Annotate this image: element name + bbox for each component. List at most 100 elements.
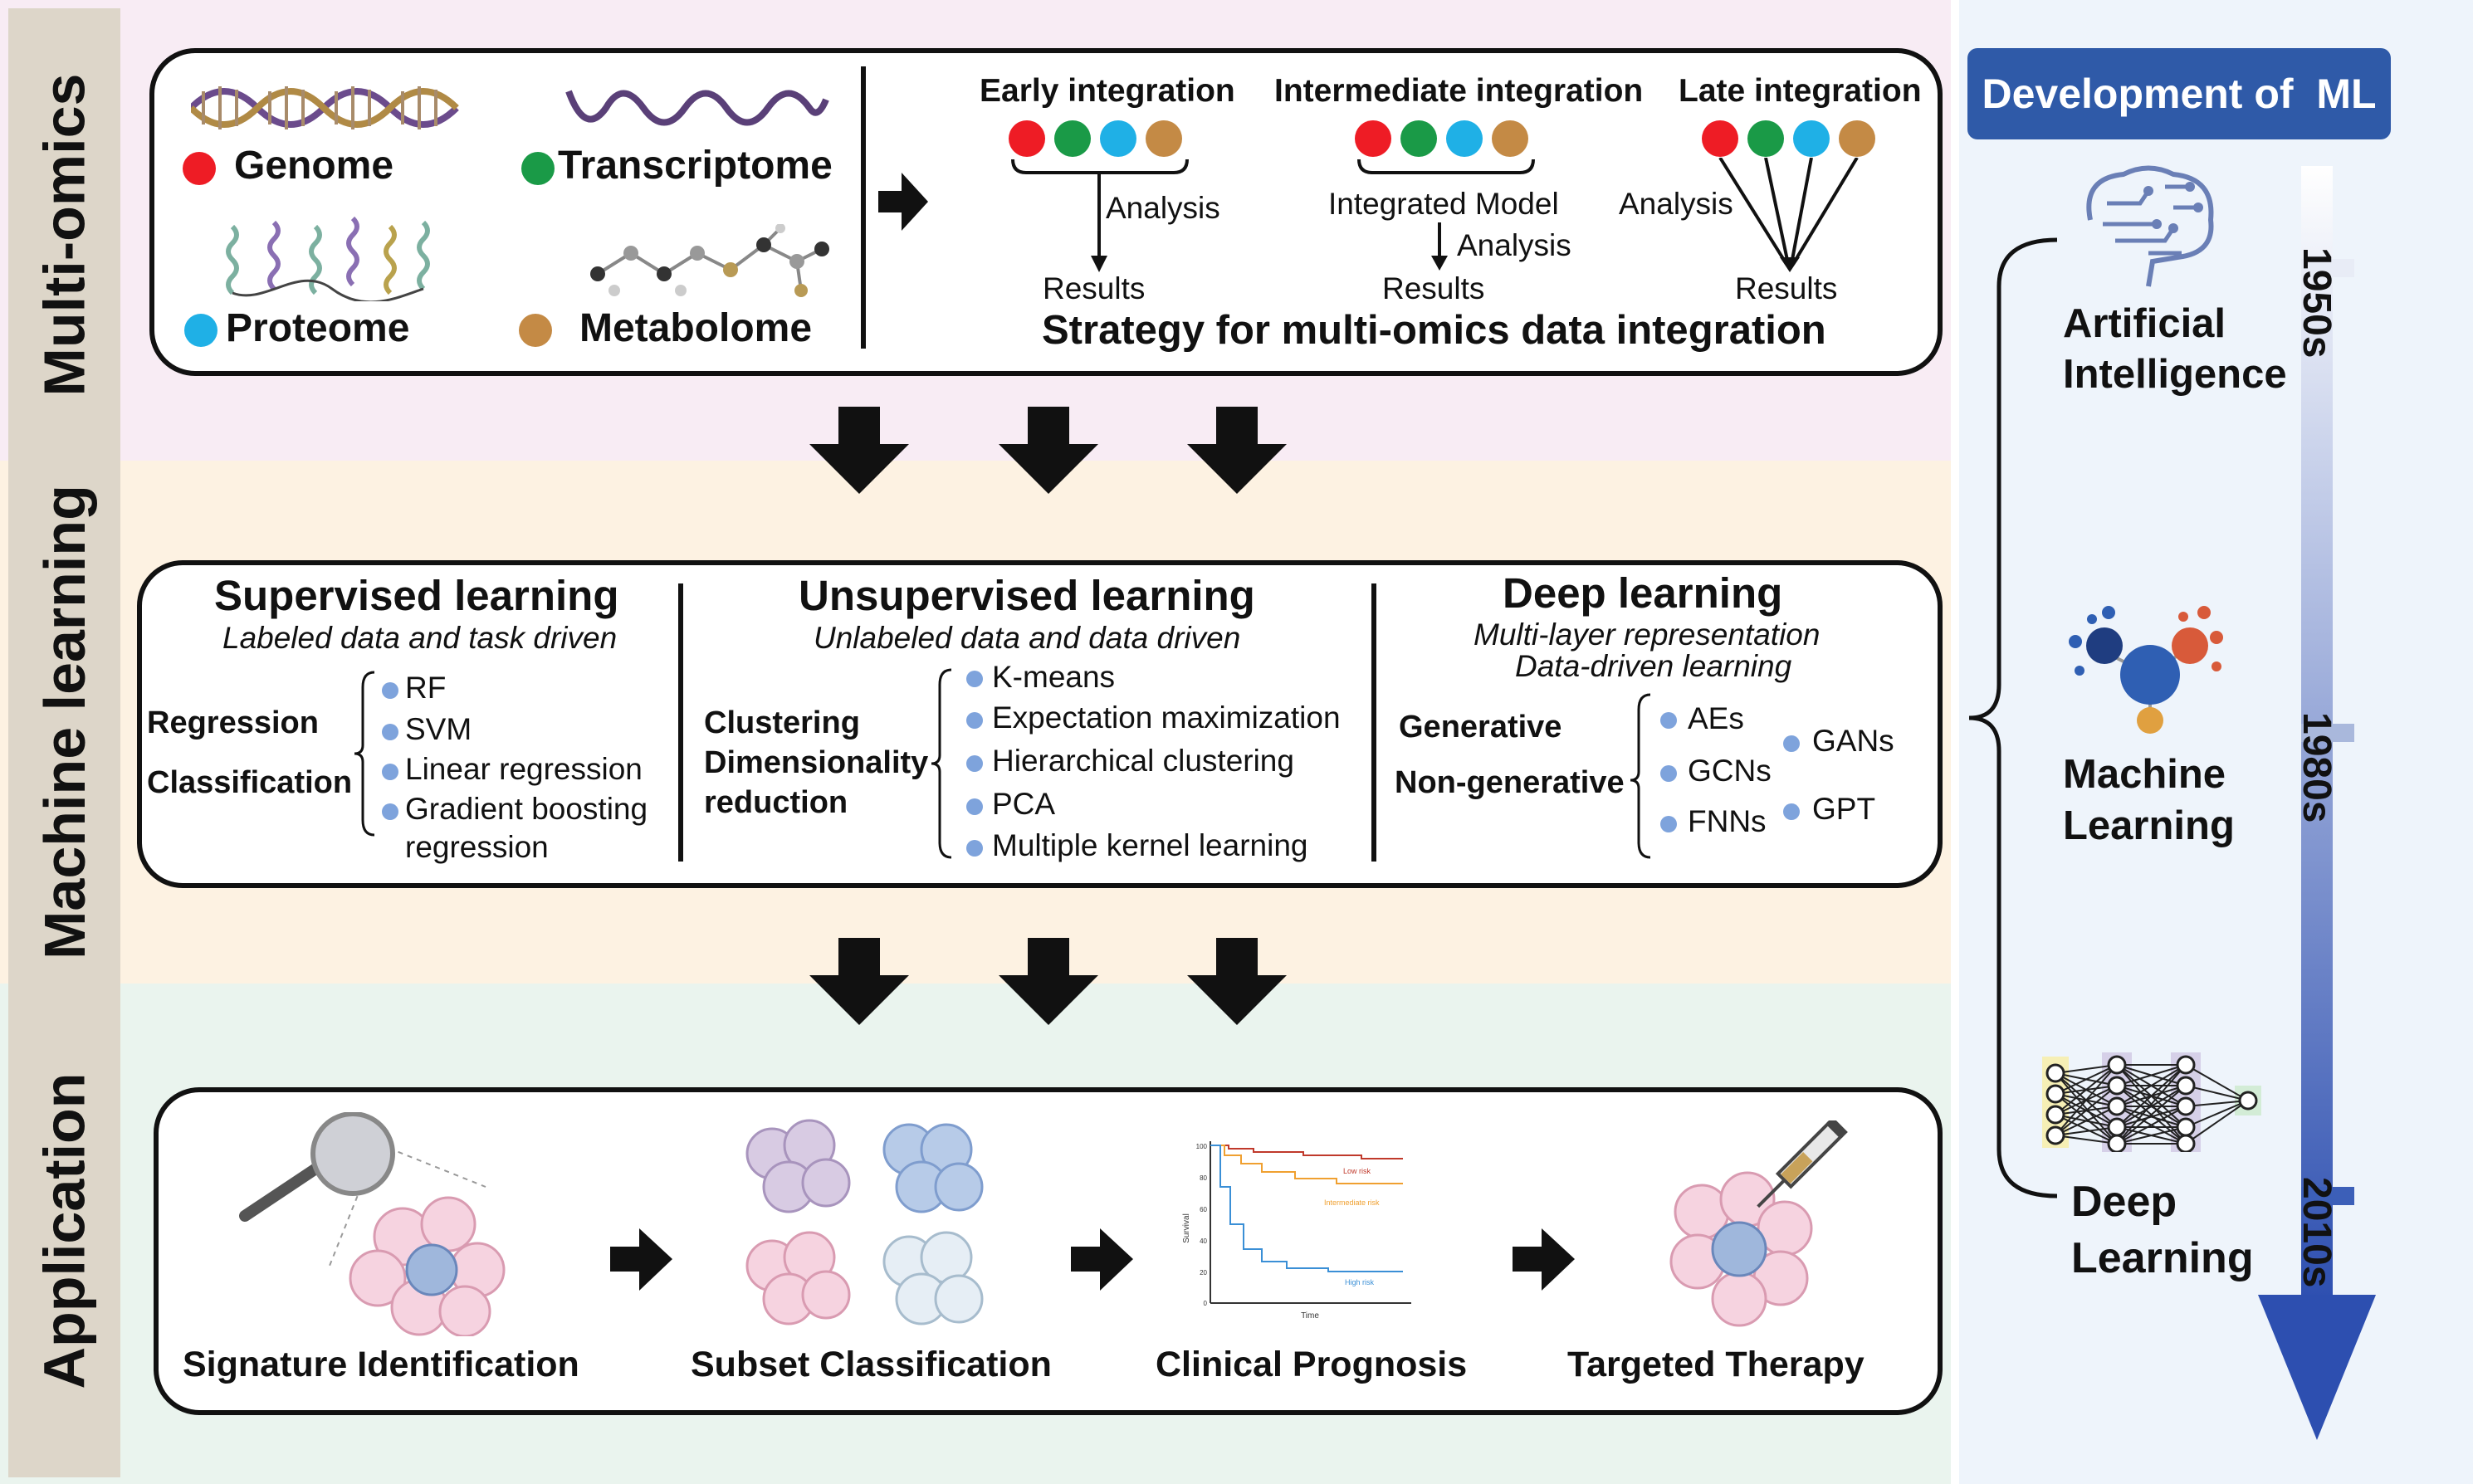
early-integration-connector <box>1011 159 1189 272</box>
right-arrow-icon <box>878 173 928 231</box>
dl-label-line2: Learning <box>2071 1234 2254 1282</box>
ai-label-line1: Artificial <box>2063 301 2226 346</box>
svg-text:40: 40 <box>1200 1237 1207 1245</box>
timeline-arrow <box>2258 166 2376 1440</box>
machine-learning-panel <box>137 560 1943 888</box>
metabolite-molecule-icon <box>590 224 829 297</box>
rna-strand-icon <box>565 90 829 126</box>
supervised-brace <box>354 671 375 837</box>
late-metabolome-dot <box>1839 120 1875 157</box>
late-transcriptome-dot <box>1747 120 1784 157</box>
ml-divider-2 <box>1371 583 1376 862</box>
bullet-icon <box>1660 765 1677 782</box>
right-arrow-icon <box>1071 1228 1133 1291</box>
multiomics-divider <box>861 66 866 349</box>
year-1950s: 1950s <box>2295 247 2339 359</box>
transcriptome-dot <box>521 152 555 185</box>
deep-item-aes: AEs <box>1688 701 1744 735</box>
unsupervised-item-pca: PCA <box>992 787 1056 821</box>
unsupervised-title: Unsupervised learning <box>799 572 1255 619</box>
unsupervised-dimensionality-label: Dimensionality <box>704 745 929 780</box>
down-arrow-icon <box>809 938 909 1025</box>
down-arrow-icon <box>1187 407 1287 494</box>
unsupervised-item-kmeans: K-means <box>992 660 1116 694</box>
intermediate-integration-label: Intermediate integration <box>1274 73 1644 109</box>
bullet-icon <box>966 798 983 815</box>
timeline-brace <box>1968 237 2058 1198</box>
bullet-icon <box>1660 712 1677 729</box>
late-integration-connector <box>1718 158 1859 272</box>
svg-text:20: 20 <box>1200 1269 1207 1277</box>
km-low-risk-label: Low risk <box>1343 1167 1371 1175</box>
nn-node <box>2107 1076 2127 1096</box>
km-y-label: Survival <box>1182 1213 1191 1243</box>
app-signature-identification: Signature Identification <box>183 1345 579 1384</box>
year-2010s: 2010s <box>2295 1177 2339 1288</box>
app-targeted-therapy: Targeted Therapy <box>1567 1345 1865 1384</box>
nn-node <box>2045 1084 2065 1104</box>
early-metabolome-dot <box>1146 120 1182 157</box>
nn-node <box>2176 1076 2196 1096</box>
unsupervised-reduction-label: reduction <box>704 785 848 820</box>
section-label-multiomics: Multi-omics <box>32 73 97 396</box>
intermediate-results-label: Results <box>1382 271 1485 305</box>
supervised-subtitle: Labeled data and task driven <box>222 621 618 655</box>
supervised-item-regression-cont: regression <box>405 830 549 864</box>
deep-learning-subtitle-1: Multi-layer representation <box>1474 618 1821 652</box>
proteome-label: Proteome <box>226 306 410 350</box>
unsupervised-subtitle: Unlabeled data and data driven <box>814 621 1241 655</box>
ml-divider-1 <box>678 583 683 862</box>
bullet-icon <box>1660 816 1677 832</box>
bullet-icon <box>382 803 398 820</box>
unsupervised-item-hierarchical: Hierarchical clustering <box>992 744 1294 778</box>
proteome-dot <box>184 314 217 347</box>
km-low-risk-line <box>1210 1145 1403 1159</box>
late-integration-label: Late integration <box>1679 73 1922 109</box>
supervised-item-linear-regression: Linear regression <box>405 752 643 786</box>
timeline-band <box>1959 0 2473 1484</box>
metabolome-dot <box>519 314 552 347</box>
intermediate-analysis-label: Analysis <box>1457 228 1571 262</box>
late-genome-dot <box>1702 120 1738 157</box>
early-proteome-dot <box>1100 120 1136 157</box>
svg-text:80: 80 <box>1200 1174 1207 1182</box>
year-1980s: 1980s <box>2295 712 2339 823</box>
section-label-machine-learning: Machine learning <box>32 485 97 959</box>
supervised-item-rf: RF <box>405 671 447 705</box>
intermediate-genome-dot <box>1355 120 1391 157</box>
neural-network-icon <box>2042 1052 2261 1152</box>
km-high-risk-line <box>1210 1145 1403 1272</box>
early-results-label: Results <box>1043 271 1146 305</box>
down-arrow-icon <box>1187 938 1287 1025</box>
nn-node <box>2107 1055 2127 1075</box>
deep-learning-subtitle-2: Data-driven learning <box>1515 649 1792 683</box>
app-subset-classification: Subset Classification <box>691 1345 1052 1384</box>
intermediate-transcriptome-dot <box>1400 120 1437 157</box>
down-arrow-icon <box>999 407 1098 494</box>
brain-circuit-icon <box>2086 165 2214 287</box>
ai-label-line2: Intelligence <box>2063 352 2287 397</box>
late-analysis-label: Analysis <box>1619 187 1733 221</box>
syringe-cell-cluster-icon <box>1669 1120 1848 1327</box>
svg-text:0: 0 <box>1204 1300 1208 1307</box>
integration-strategy-title: Strategy for multi-omics data integratio… <box>1042 308 1826 353</box>
supervised-classification-label: Classification <box>147 765 353 800</box>
deep-generative-label: Generative <box>1399 710 1562 744</box>
magnifier-cell-cluster-icon <box>239 1112 506 1336</box>
bullet-icon <box>966 755 983 772</box>
nn-node <box>2045 1105 2065 1125</box>
intermediate-integration-connector <box>1357 159 1535 174</box>
deep-non-generative-label: Non-generative <box>1395 765 1625 800</box>
intermediate-arrow <box>1431 222 1448 271</box>
transcriptome-label: Transcriptome <box>558 144 833 188</box>
svg-text:60: 60 <box>1200 1206 1207 1213</box>
early-integration-label: Early integration <box>980 73 1235 109</box>
deep-item-gcns: GCNs <box>1688 754 1772 788</box>
km-intermediate-risk-line <box>1210 1145 1403 1184</box>
machine-learning-nodes-icon <box>2069 606 2223 734</box>
survival-curve-plot: 100 80 60 40 20 0 Survival Time Low risk… <box>1182 1141 1411 1320</box>
side-label-strip <box>8 8 120 1477</box>
km-intermediate-risk-label: Intermediate risk <box>1324 1198 1380 1207</box>
early-analysis-label: Analysis <box>1106 191 1220 225</box>
protein-structure-icon <box>226 216 430 301</box>
